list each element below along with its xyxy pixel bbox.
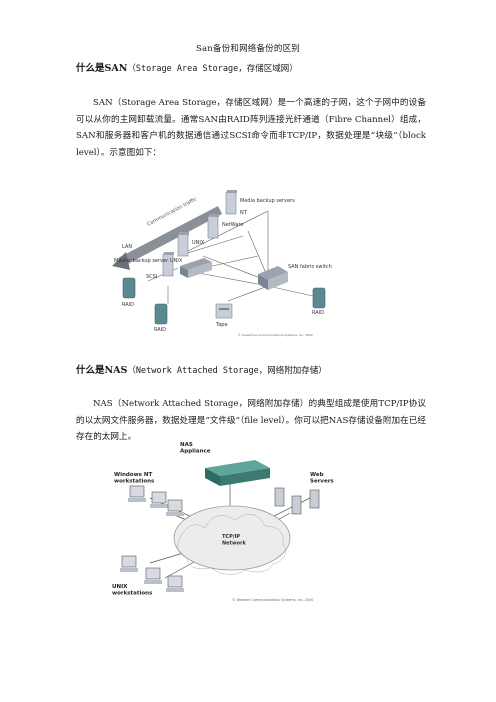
- san-fabric-switch-icon: [258, 266, 288, 290]
- nt-label: NT: [240, 210, 248, 216]
- tcpip-network-cloud: [173, 505, 291, 575]
- lan-label: LAN: [122, 244, 132, 250]
- nas-heading-term: 什么是NAS: [76, 365, 128, 376]
- raid-unit-left: [122, 277, 136, 299]
- windows-nt-workstation-2: [150, 491, 168, 508]
- scsi-hub: [180, 258, 212, 278]
- raid-unit-middle: [154, 303, 168, 325]
- san-heading-term: 什么是SAN: [76, 63, 128, 74]
- raid-label-3: RAID: [312, 310, 324, 316]
- nas-paragraph: NAS（Network Attached Storage，网络附加存储）的典型组…: [76, 399, 426, 442]
- document-title: San备份和网络备份的区别: [196, 44, 300, 54]
- raid-label-1: RAID: [122, 302, 134, 308]
- media-backup-server-netware: [207, 214, 219, 239]
- media-backup-server-nt: [225, 190, 237, 215]
- netware-label: NetWare: [222, 222, 244, 228]
- media-backup-servers-label: Media backup servers: [240, 198, 295, 204]
- san-diagram: Communication traffic: [112, 190, 332, 337]
- web-server-2: [291, 495, 302, 515]
- unix-label-2: UNIX: [170, 258, 183, 264]
- web-server-3: [309, 489, 320, 509]
- san-heading: 什么是SAN（Storage Area Storage，存储区域网）: [76, 60, 298, 74]
- web-server-1: [274, 487, 285, 507]
- master-backup-server-label: Master backup server: [114, 258, 169, 264]
- nas-copyright: © Western Communications Systems, Inc. 2…: [232, 598, 313, 602]
- tape-label: Tape: [215, 322, 228, 328]
- nas-heading: 什么是NAS（Network Attached Storage，网络附加存储）: [76, 362, 327, 376]
- san-copyright: © Snapdrive Communications Systems, Inc.…: [238, 333, 313, 337]
- unix-workstation-1: [120, 555, 138, 572]
- media-backup-server-unix: [177, 232, 189, 257]
- communication-traffic-arrow: [112, 206, 222, 270]
- san-cables: [147, 210, 314, 304]
- scsi-label: SCSI: [146, 274, 157, 280]
- nas-appliance-icon: [205, 460, 270, 486]
- san-heading-definition: （Storage Area Storage，存储区域网）: [127, 64, 298, 74]
- windows-nt-workstation-1: [128, 485, 146, 502]
- san-paragraph: SAN（Storage Area Storage，存储区域网）是一个高速的子网，…: [76, 98, 426, 158]
- raid-label-2: RAID: [154, 327, 166, 333]
- unix-label-1: UNIX: [192, 240, 205, 246]
- master-backup-server: [162, 252, 174, 277]
- unix-workstation-3: [166, 575, 184, 592]
- san-fabric-switch-label: SAN fabric switch: [288, 264, 332, 270]
- tape-unit: [215, 303, 233, 319]
- unix-workstation-2: [144, 567, 162, 584]
- nas-heading-definition: （Network Attached Storage，网络附加存储）: [127, 366, 327, 376]
- windows-nt-workstation-3: [166, 499, 184, 516]
- raid-unit-right: [312, 287, 326, 309]
